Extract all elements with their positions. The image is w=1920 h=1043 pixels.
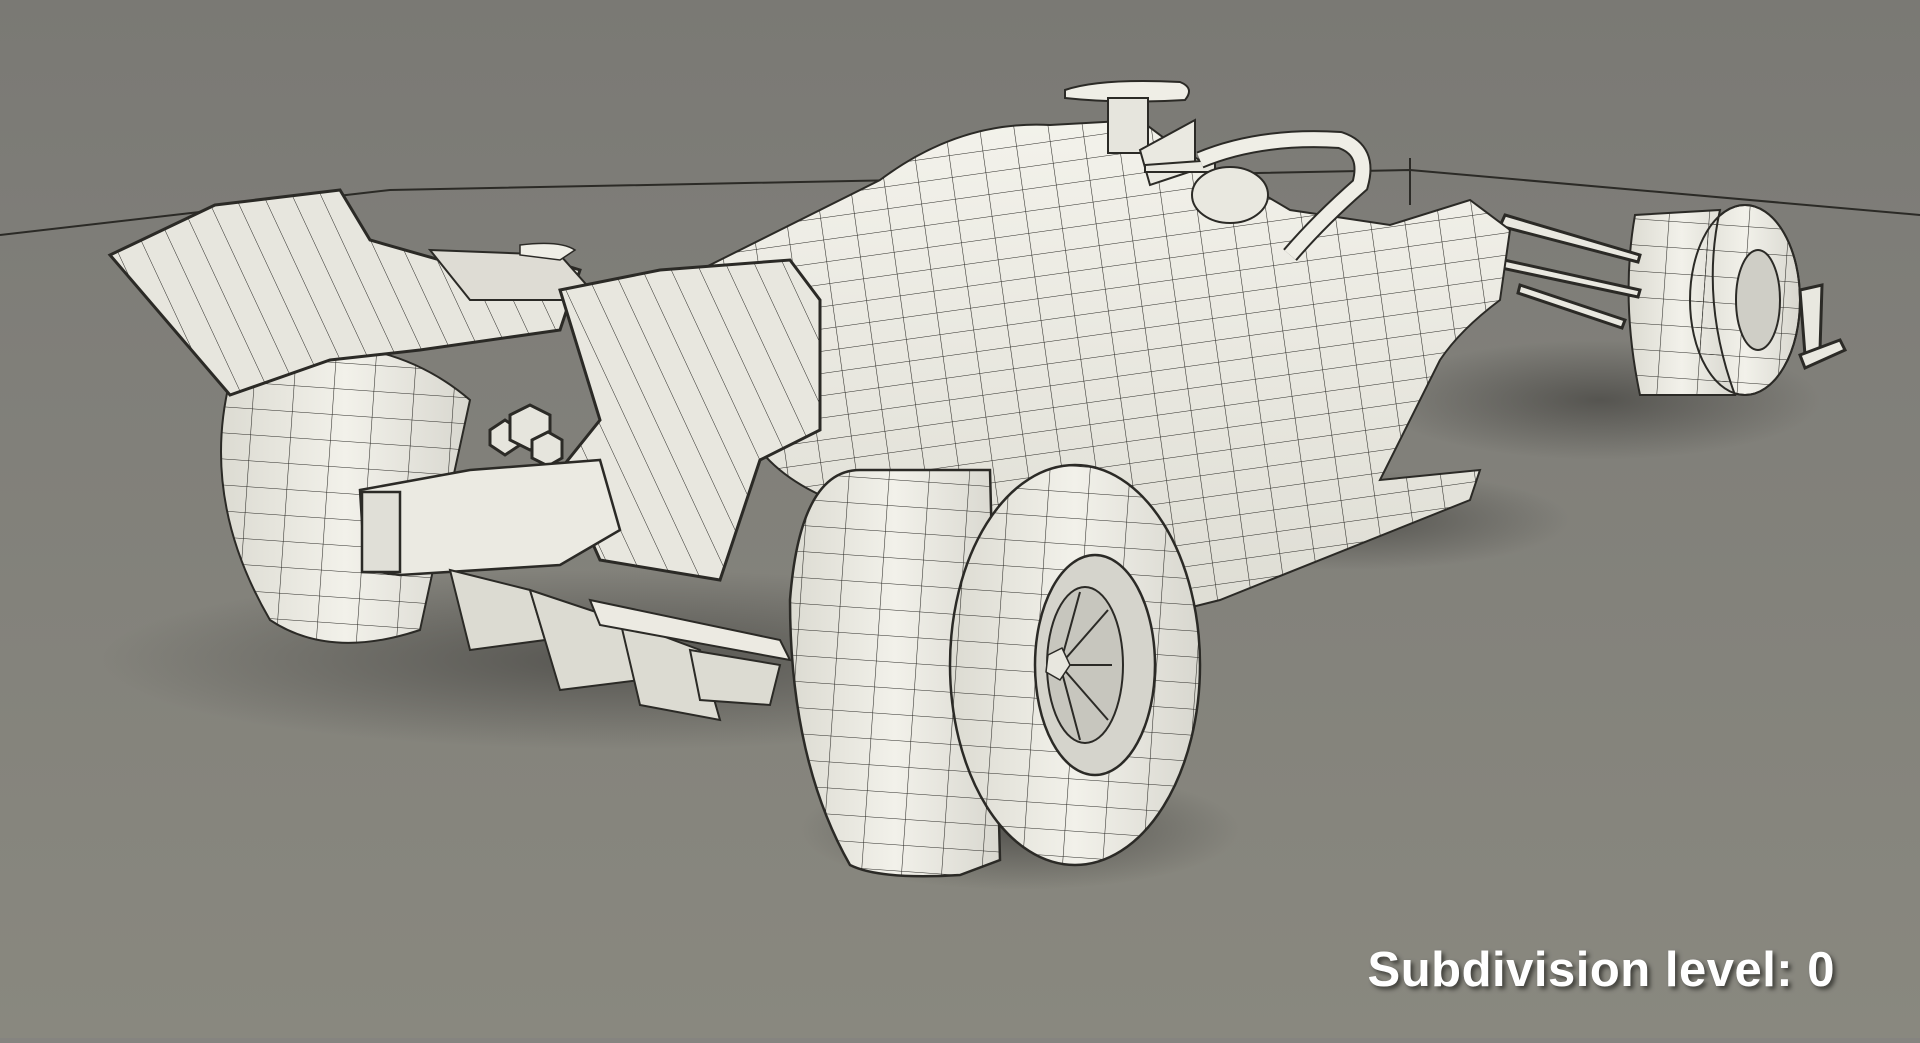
- halo: [1191, 130, 1411, 261]
- subdivision-level-caption: Subdivision level: 0: [1367, 943, 1835, 997]
- airbox: [1064, 80, 1216, 187]
- rear-right-tyre: [788, 463, 1202, 878]
- exhaust-pipes: [488, 403, 564, 468]
- diffuser: [448, 568, 792, 722]
- front-suspension: [1489, 213, 1848, 371]
- rear-wing-endplate: [558, 258, 822, 582]
- rear-wing: [107, 188, 603, 397]
- front-tyre: [1627, 204, 1801, 396]
- crash-structure: [358, 458, 622, 577]
